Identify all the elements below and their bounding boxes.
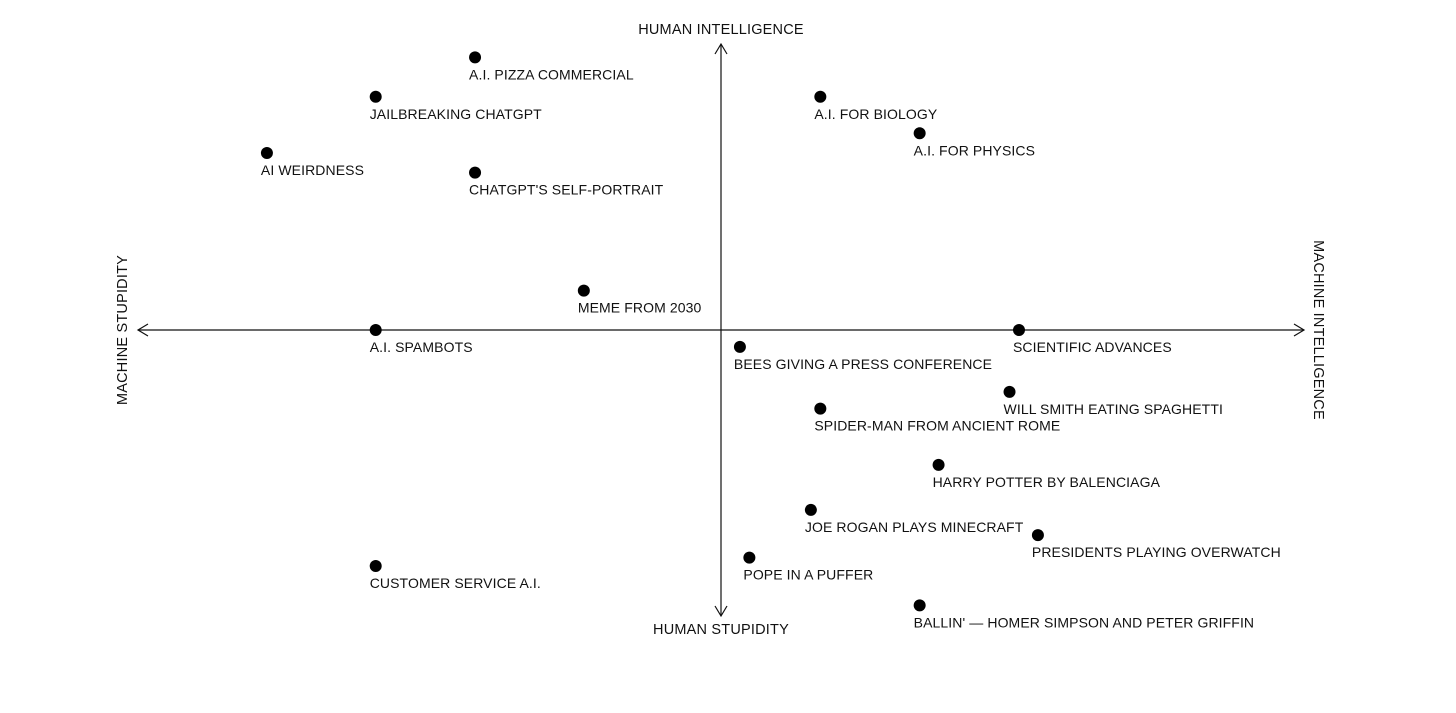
y-axis [714,42,728,618]
data-point: JAILBREAKING CHATGPT [369,90,542,122]
data-point-label: JAILBREAKING CHATGPT [370,106,542,122]
data-point-label: WILL SMITH EATING SPAGHETTI [1004,401,1223,417]
data-point: CUSTOMER SERVICE A.I. [369,560,541,591]
data-point: A.I. SPAMBOTS [369,324,473,355]
data-point-label: BEES GIVING A PRESS CONFERENCE [734,356,992,372]
data-point: BALLIN' — HOMER SIMPSON AND PETER GRIFFI… [913,599,1254,630]
data-point: BEES GIVING A PRESS CONFERENCE [733,340,992,372]
data-point: JOE ROGAN PLAYS MINECRAFT [804,503,1024,535]
data-point-dot [577,284,590,297]
data-point: A.I. FOR BIOLOGY [814,90,938,122]
data-point-label: SPIDER-MAN FROM ANCIENT ROME [814,418,1060,434]
data-points: A.I. PIZZA COMMERCIAL JAILBREAKING CHATGP… [260,51,1281,630]
data-point-label: A.I. FOR BIOLOGY [814,106,938,122]
data-point-dot [1003,385,1016,398]
data-point-label: PRESIDENTS PLAYING OVERWATCH [1032,544,1281,560]
data-point-dot [369,324,382,336]
x-axis-arrow-right-icon [1293,323,1306,337]
data-point-label: HARRY POTTER BY BALENCIAGA [933,474,1161,490]
data-point: AI WEIRDNESS [260,146,364,178]
data-point-dot [369,560,382,573]
data-point-dot [743,551,756,564]
data-point-label: CHATGPT'S SELF-PORTRAIT [469,182,664,198]
x-axis-negative-label: MACHINE STUPIDITY [115,255,131,405]
data-point-label: CUSTOMER SERVICE A.I. [370,575,541,591]
y-axis-arrow-down-icon [714,605,728,618]
data-point: CHATGPT'S SELF-PORTRAIT [469,166,664,198]
data-point-dot [369,90,382,103]
data-point-label: JOE ROGAN PLAYS MINECRAFT [805,519,1024,535]
data-point-label: POPE IN A PUFFER [743,567,873,583]
data-point: WILL SMITH EATING SPAGHETTI [1003,385,1223,417]
x-axis-arrow-left-icon [136,323,149,337]
y-axis-positive-label: HUMAN INTELLIGENCE [638,22,804,38]
data-point-label: A.I. SPAMBOTS [370,339,473,355]
data-point-dot [913,599,926,612]
x-axis-positive-label: MACHINE INTELLIGENCE [1310,240,1326,420]
data-point: PRESIDENTS PLAYING OVERWATCH [1031,529,1281,560]
data-point-dot [469,51,482,64]
data-point: HARRY POTTER BY BALENCIAGA [932,458,1161,490]
data-point: A.I. FOR PHYSICS [913,127,1035,158]
data-point-dot [733,340,746,353]
data-point-dot [260,146,273,159]
data-point-label: AI WEIRDNESS [261,162,364,178]
y-axis-arrow-up-icon [714,42,728,55]
data-point: MEME FROM 2030 [577,284,702,316]
data-point-dot [814,402,827,415]
data-point-dot [804,503,817,516]
data-point-dot [469,166,482,179]
data-point-label: SCIENTIFIC ADVANCES [1013,339,1172,355]
data-point: SCIENTIFIC ADVANCES [1012,324,1172,355]
data-point: A.I. PIZZA COMMERCIAL [469,51,634,82]
data-point-label: MEME FROM 2030 [578,300,702,316]
data-point-dot [913,127,926,140]
data-point-label: A.I. PIZZA COMMERCIAL [469,66,634,82]
data-point-label: A.I. FOR PHYSICS [914,142,1035,158]
data-point: POPE IN A PUFFER [743,551,873,583]
y-axis-negative-label: HUMAN STUPIDITY [653,622,789,638]
data-point-dot [1031,529,1044,542]
data-point-dot [814,90,827,103]
data-point-label: BALLIN' — HOMER SIMPSON AND PETER GRIFFI… [914,614,1254,630]
data-point-dot [932,458,945,471]
data-point: SPIDER-MAN FROM ANCIENT ROME [814,402,1060,434]
data-point-dot [1012,324,1025,336]
